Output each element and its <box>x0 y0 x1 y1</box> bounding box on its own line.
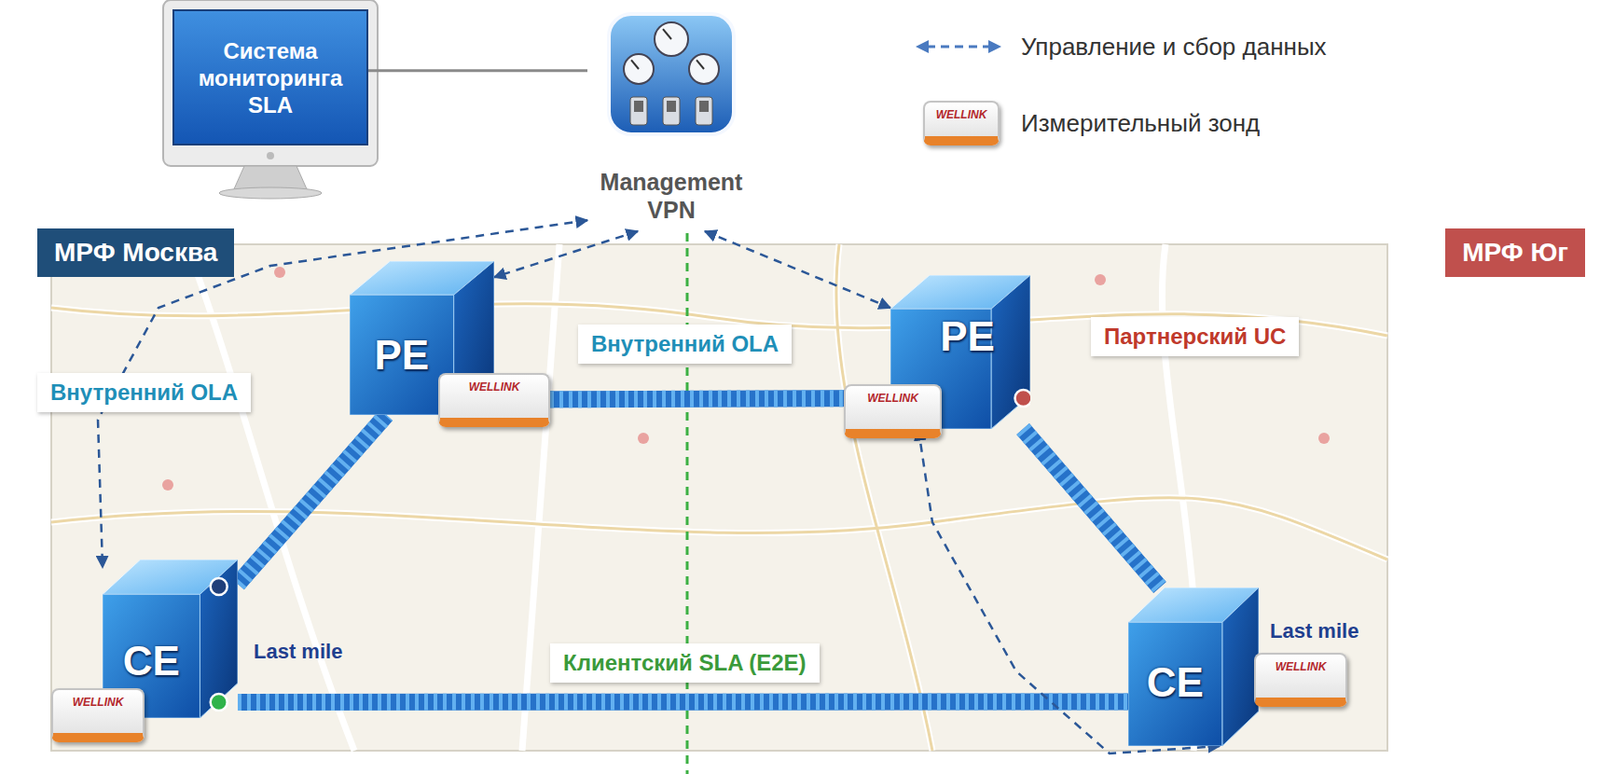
management-arrow <box>704 231 891 308</box>
link-band <box>237 414 387 584</box>
management-vpn: Management VPN <box>587 11 756 232</box>
probe-logo: WELLINK <box>936 108 988 122</box>
band-base <box>1022 428 1160 588</box>
device-label: CE <box>123 640 180 682</box>
band-base <box>237 692 1129 711</box>
link-point <box>210 693 228 711</box>
probe-logo: WELLINK <box>468 380 521 394</box>
probe-logo: WELLINK <box>867 391 919 405</box>
device-label: CE <box>1146 662 1204 704</box>
device-label: PE <box>939 316 995 358</box>
probe-logo: WELLINK <box>72 695 125 709</box>
cable-line <box>368 68 588 72</box>
band-base <box>237 414 387 584</box>
device-label: PE <box>373 334 429 376</box>
node-text: МРФ Юг <box>1462 237 1569 267</box>
dashed-line <box>704 231 891 308</box>
last-mile-label: Last mile <box>253 639 343 664</box>
legend-text: Измерительный зонд <box>1020 108 1260 138</box>
node-text: Management VPN <box>592 167 751 224</box>
monitor-frame <box>163 0 378 199</box>
link-band <box>1022 428 1160 588</box>
probe-icon: WELLINK <box>1254 652 1348 707</box>
last-mile-label: Last mile <box>1269 619 1359 644</box>
link-band <box>494 398 891 400</box>
probe-icon: WELLINK <box>843 384 942 439</box>
region-divider <box>686 233 690 774</box>
link-label: Клиентский SLA (E2E) <box>550 643 820 683</box>
map-background <box>51 244 1388 751</box>
link-point <box>210 578 228 595</box>
management-arrow <box>494 231 638 277</box>
cable-line <box>368 69 588 71</box>
legend-text: Управление и сбор данных <box>1020 31 1327 62</box>
link-band <box>237 701 1129 704</box>
band-stripes <box>1022 428 1160 588</box>
probe-icon: WELLINK <box>923 100 1000 146</box>
band-base <box>494 398 891 400</box>
probe-icon: WELLINK <box>51 688 145 743</box>
band-stripes <box>494 398 891 400</box>
link-label: Внутренний OLA <box>578 324 792 364</box>
dashboard-icon <box>606 11 737 138</box>
band-stripes <box>237 692 1129 711</box>
band-stripes <box>237 414 387 584</box>
region-flag: МРФ Москва <box>37 228 235 277</box>
node-text: Система мониторинга SLA <box>179 37 361 119</box>
node-text: МРФ Москва <box>54 237 218 267</box>
monitoring-screen: Система мониторинга SLA <box>172 9 369 146</box>
legend-dashed-arrow <box>915 40 1002 54</box>
probe-logo: WELLINK <box>1275 660 1327 674</box>
region-flag: МРФ Юг <box>1445 228 1586 277</box>
link-point <box>1015 389 1032 407</box>
ce-router: CE <box>1128 587 1259 746</box>
link-label: Партнерский UC <box>1090 317 1299 357</box>
link-label: Внутренний OLA <box>37 372 251 413</box>
dashed-line <box>494 231 638 277</box>
probe-icon: WELLINK <box>438 372 551 428</box>
